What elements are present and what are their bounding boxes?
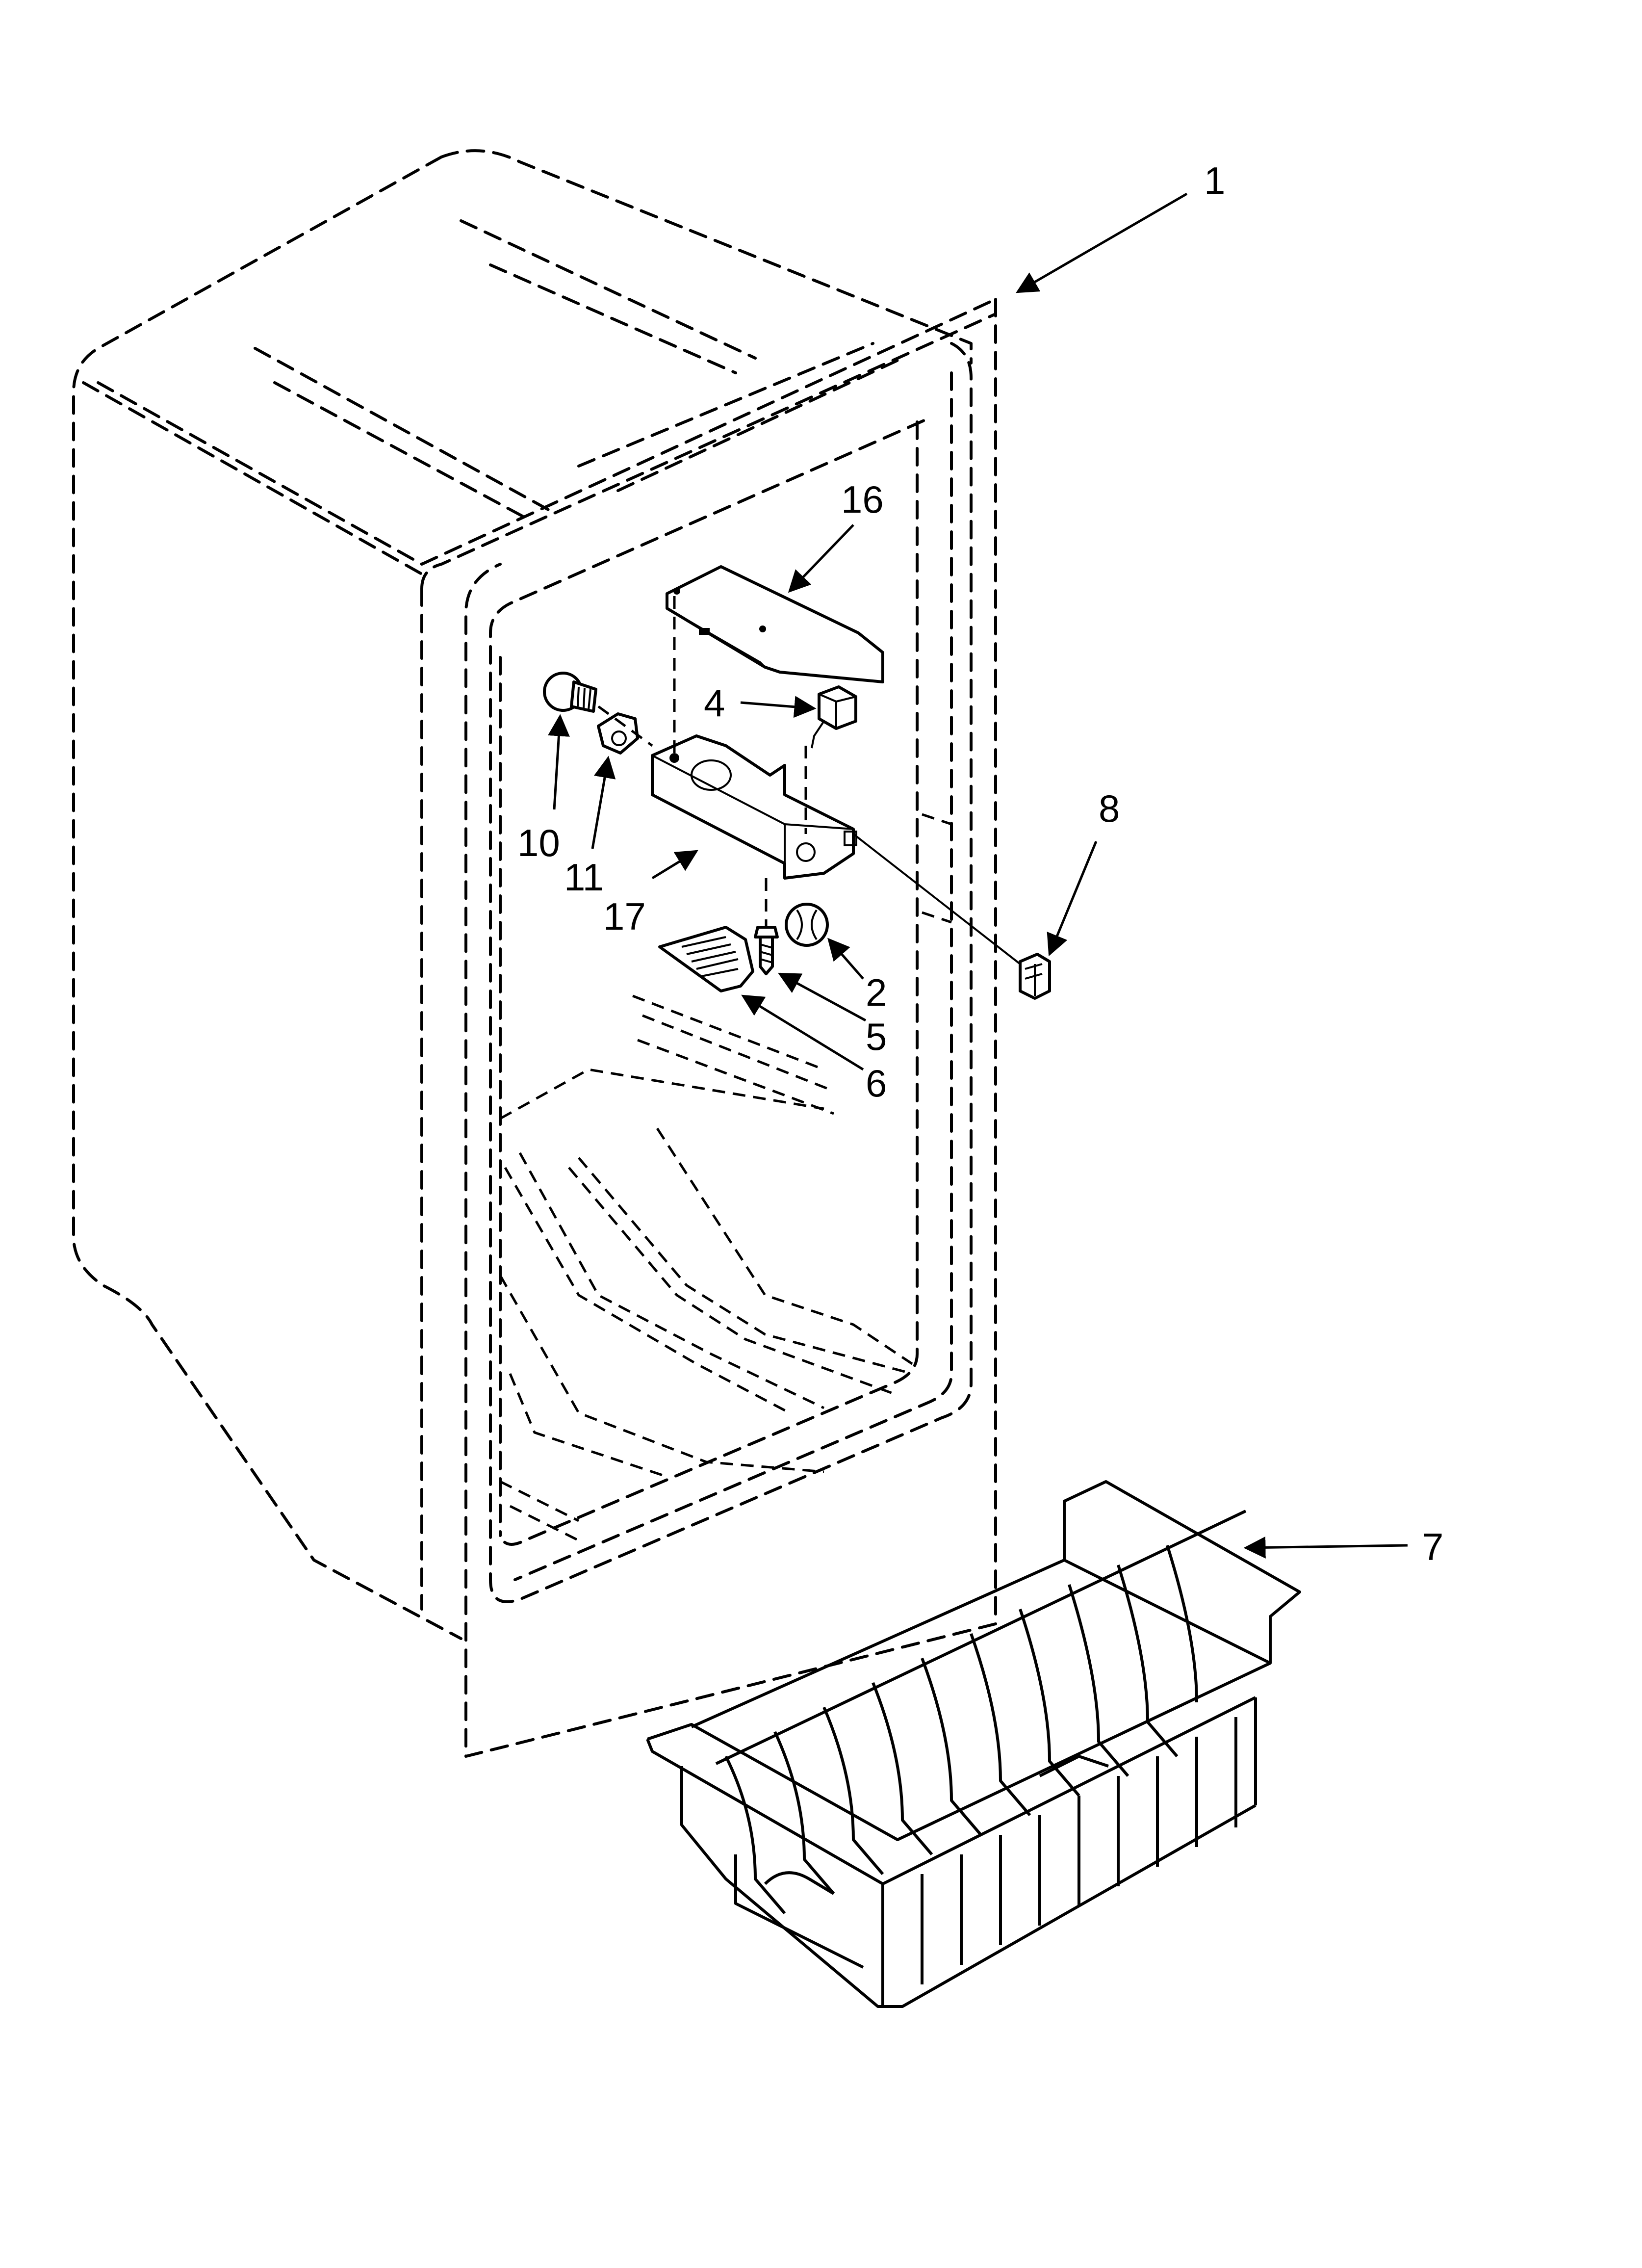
cabinet-outline bbox=[72, 149, 997, 1758]
light-socket bbox=[597, 712, 639, 755]
callout-8: 8 bbox=[1099, 787, 1120, 830]
callout-11: 11 bbox=[564, 856, 604, 899]
callout-1: 1 bbox=[1204, 159, 1225, 202]
callout-16: 16 bbox=[841, 478, 884, 521]
callout-7: 7 bbox=[1422, 1525, 1443, 1568]
light-socket-housing bbox=[651, 734, 857, 880]
callout-17: 17 bbox=[603, 895, 646, 938]
light-shield bbox=[658, 926, 754, 992]
callout-labels: 1 16 4 8 10 11 17 2 5 6 7 bbox=[517, 159, 1443, 1568]
basket-cross-wires bbox=[724, 1545, 1198, 1914]
freezer-basket bbox=[646, 1480, 1301, 2008]
callout-4: 4 bbox=[704, 681, 725, 725]
light-bulb bbox=[543, 672, 597, 713]
screw bbox=[754, 926, 779, 975]
callout-2: 2 bbox=[866, 971, 887, 1014]
light-lens bbox=[785, 903, 829, 947]
leader-lines bbox=[547, 192, 1408, 1559]
basket-front-wires bbox=[921, 1717, 1237, 1984]
callout-6: 6 bbox=[866, 1062, 887, 1105]
door-switch bbox=[1019, 953, 1051, 1000]
callout-5: 5 bbox=[866, 1015, 887, 1058]
light-housing-cover bbox=[666, 565, 884, 683]
callout-10: 10 bbox=[517, 821, 560, 864]
light-switch bbox=[811, 685, 857, 749]
